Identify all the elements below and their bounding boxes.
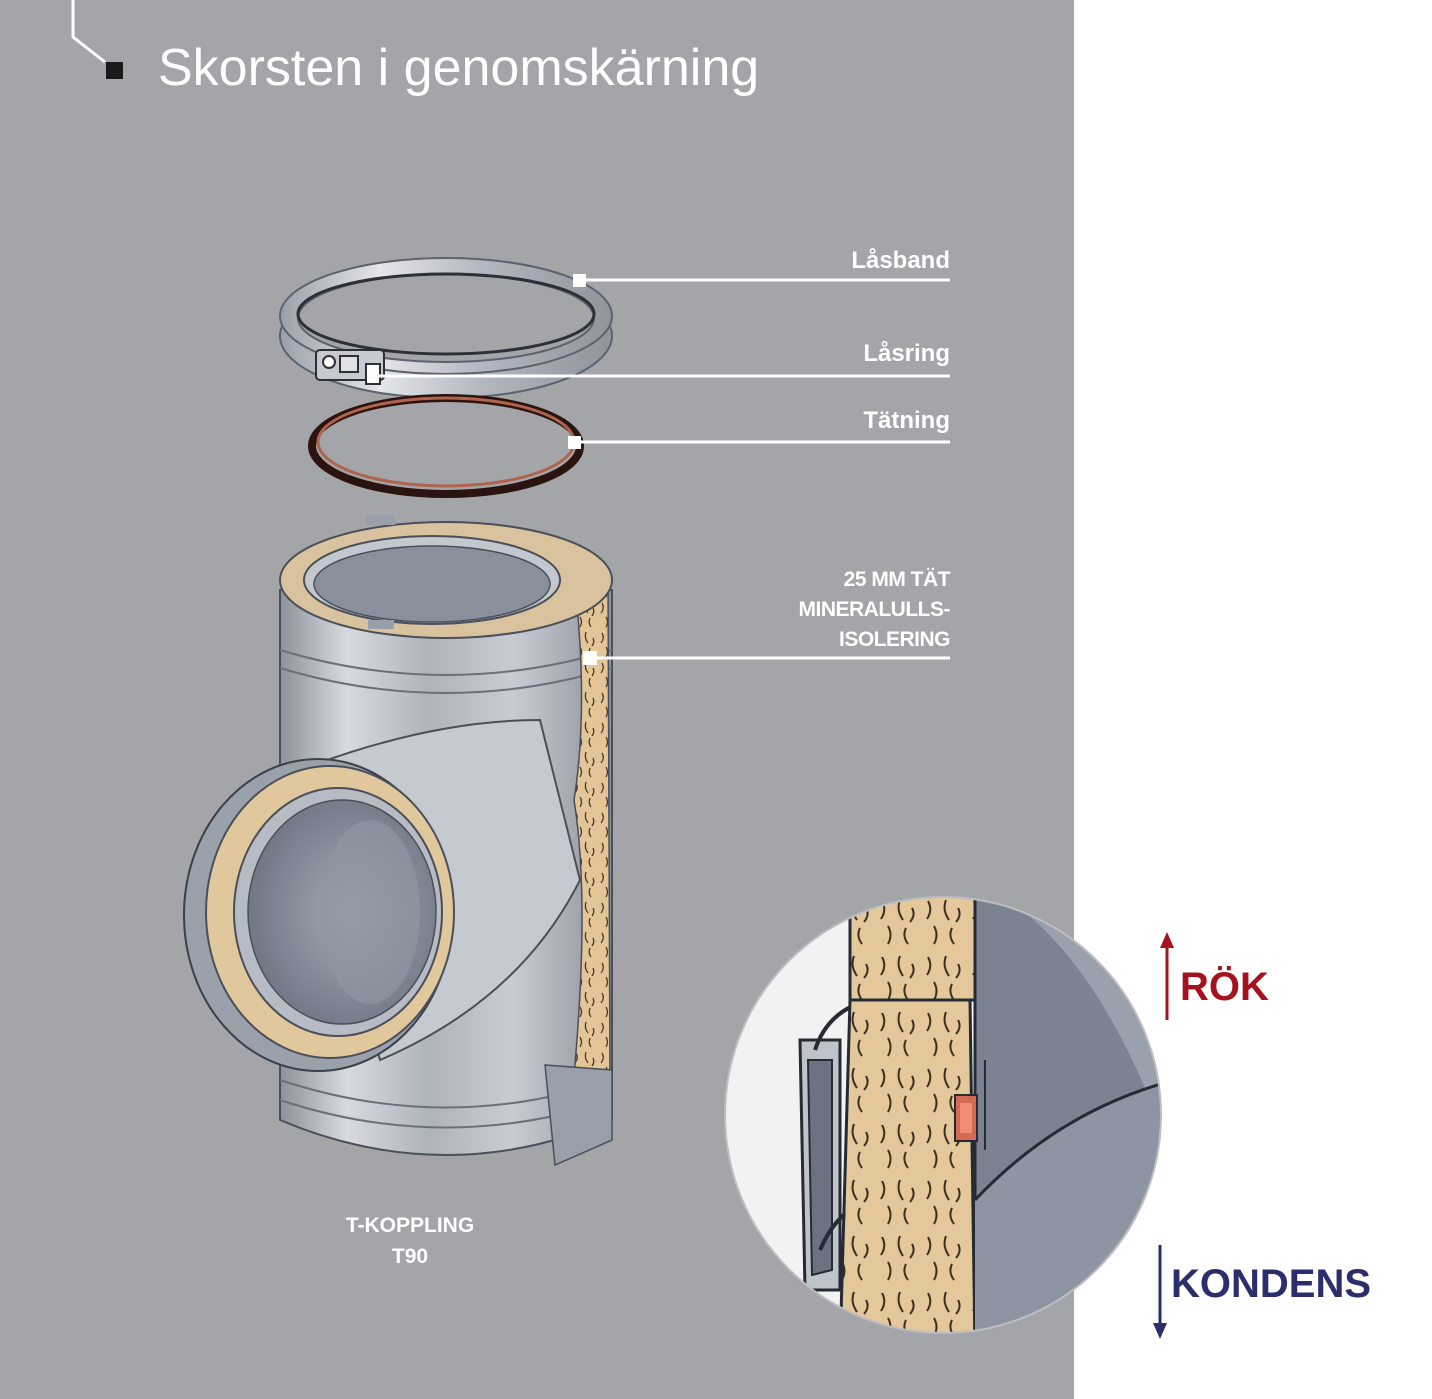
gasket-ring: [308, 394, 584, 498]
flow-label-kondens: KONDENS: [1171, 1262, 1372, 1306]
label-lasband: Låsband: [851, 247, 950, 274]
caption-line2: T90: [391, 1245, 429, 1268]
label-insulation: 25 MM TÄT MINERALULLS- ISOLERING: [798, 565, 951, 655]
title-bullet: [106, 62, 123, 79]
caption-line1: T-KOPPLING: [345, 1214, 475, 1237]
label-insulation-line2: MINERALULLS-: [798, 598, 951, 621]
label-insulation-line1: 25 MM TÄT: [843, 568, 951, 591]
callout-leaders: [378, 274, 950, 665]
detail-magnifier: [724, 896, 1162, 1334]
t-piece-caption: T-KOPPLING T90: [320, 1210, 500, 1272]
band-clasp: [315, 349, 385, 385]
label-lasring: Låsring: [863, 340, 950, 367]
rok-arrow: [1160, 932, 1174, 1020]
label-insulation-line3: ISOLERING: [838, 628, 951, 651]
kondens-arrow: [1153, 1245, 1167, 1339]
title-bracket-line: [71, 0, 106, 64]
flow-label-rok: RÖK: [1180, 965, 1269, 1009]
t-piece-body: [183, 515, 613, 1167]
page-title: Skorsten i genomskärning: [158, 39, 760, 97]
locking-band: [279, 257, 613, 399]
label-tatning: Tätning: [863, 407, 950, 434]
